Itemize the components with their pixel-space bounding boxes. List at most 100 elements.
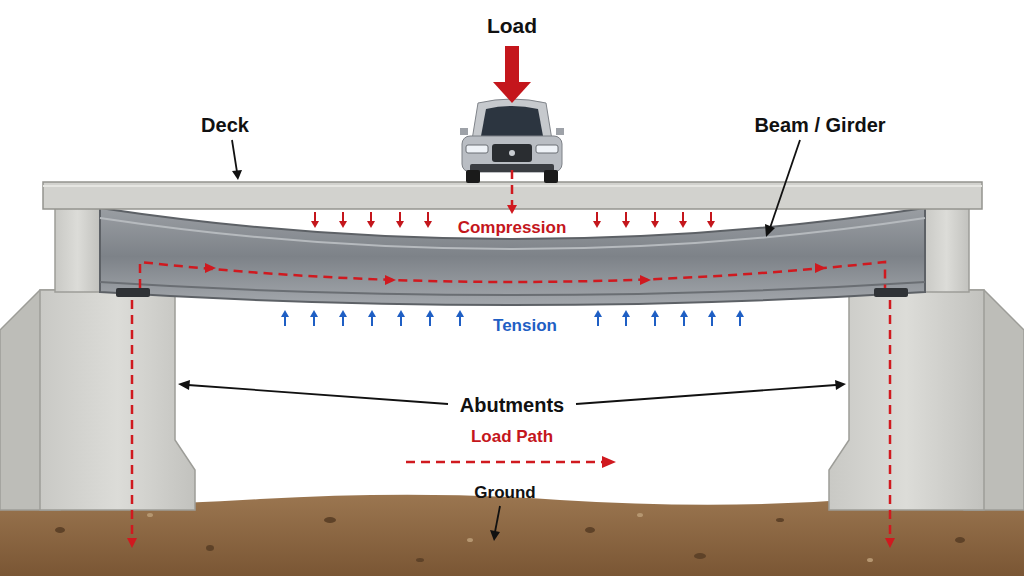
ground bbox=[694, 553, 706, 559]
compression-arrows bbox=[593, 221, 601, 228]
load-arrow bbox=[505, 46, 519, 82]
left-abutment bbox=[0, 290, 195, 510]
legend-sample-line bbox=[406, 460, 602, 463]
leader-lines bbox=[770, 140, 800, 228]
car bbox=[536, 145, 558, 153]
ground bbox=[585, 527, 595, 533]
girder bbox=[100, 208, 925, 305]
girder bbox=[100, 282, 925, 295]
leader-lines bbox=[490, 530, 500, 541]
tension-arrows bbox=[339, 310, 347, 317]
load-path bbox=[131, 300, 134, 540]
tension-arrows bbox=[625, 316, 627, 326]
car bbox=[556, 128, 564, 135]
compression-arrows bbox=[707, 221, 715, 228]
load-path-heads bbox=[205, 263, 216, 273]
bearings bbox=[62, 203, 962, 297]
beam-label: Beam / Girder bbox=[754, 114, 885, 136]
compression-arrows bbox=[339, 221, 347, 228]
compression-arrows bbox=[679, 221, 687, 228]
ground-label: Ground bbox=[474, 484, 535, 503]
load-arrow bbox=[493, 82, 531, 103]
car bbox=[462, 136, 562, 172]
compression-arrows bbox=[396, 221, 404, 228]
tension-arrows bbox=[739, 316, 741, 326]
compression-arrows bbox=[682, 212, 684, 222]
load-path-heads bbox=[640, 275, 651, 285]
legend-text: Load Path bbox=[402, 428, 622, 447]
car bbox=[544, 170, 558, 183]
car bbox=[460, 128, 468, 135]
compression-arrows bbox=[424, 221, 432, 228]
ground bbox=[206, 545, 214, 551]
leader-lines bbox=[232, 170, 242, 180]
compression-arrows bbox=[710, 212, 712, 222]
ground bbox=[55, 517, 965, 562]
tension-arrows bbox=[708, 310, 716, 317]
tension-arrows bbox=[456, 310, 464, 317]
leader-lines bbox=[576, 385, 836, 404]
tension-arrows bbox=[597, 316, 599, 326]
load-path-heads bbox=[507, 205, 517, 214]
tension-arrows bbox=[711, 316, 713, 326]
leader-lines bbox=[232, 140, 237, 172]
tension-label: Tension bbox=[493, 317, 557, 336]
ground bbox=[55, 527, 65, 533]
ground bbox=[867, 558, 873, 562]
compression-arrows bbox=[399, 212, 401, 222]
ground bbox=[147, 513, 873, 562]
tension-arrows bbox=[736, 310, 744, 317]
leader-lines bbox=[765, 224, 775, 237]
tension-arrows bbox=[310, 310, 318, 317]
tension-arrows bbox=[313, 316, 315, 326]
tension-arrows bbox=[654, 316, 656, 326]
left-abutment bbox=[40, 290, 195, 510]
leader-lines bbox=[178, 380, 190, 390]
leader-lines bbox=[835, 380, 846, 390]
compression-label: Compression bbox=[458, 219, 567, 238]
tension-arrows bbox=[281, 310, 289, 317]
compression-arrows bbox=[651, 221, 659, 228]
car bbox=[492, 144, 532, 162]
tension-arrows bbox=[459, 316, 461, 326]
tension-arrows bbox=[397, 310, 405, 317]
load-path-heads bbox=[815, 263, 826, 273]
load-path-heads bbox=[127, 538, 137, 548]
load-path-heads bbox=[885, 538, 895, 548]
legend-sample bbox=[402, 455, 622, 469]
deck-label: Deck bbox=[201, 114, 249, 136]
tension-arrows bbox=[368, 310, 376, 317]
compression-arrows bbox=[427, 212, 429, 222]
tension-arrows bbox=[342, 316, 344, 326]
ground bbox=[324, 517, 336, 523]
tension-arrows bbox=[594, 310, 602, 317]
compression-arrows bbox=[596, 212, 598, 222]
tension-arrows bbox=[683, 316, 685, 326]
compression-arrows bbox=[370, 212, 372, 222]
deck-posts bbox=[924, 208, 969, 292]
car bbox=[466, 170, 480, 183]
compression-arrows bbox=[342, 212, 344, 222]
ground bbox=[147, 513, 153, 517]
car bbox=[472, 99, 552, 140]
load-path-heads bbox=[385, 275, 396, 285]
tension-arrows bbox=[429, 316, 431, 326]
leader-lines bbox=[495, 506, 500, 532]
compression-arrows bbox=[367, 221, 375, 228]
compression-arrows bbox=[314, 212, 316, 222]
compression-arrows bbox=[625, 212, 627, 222]
ground bbox=[467, 538, 473, 542]
tension-arrows bbox=[371, 316, 373, 326]
car bbox=[481, 106, 543, 136]
tension-arrows bbox=[680, 310, 688, 317]
load-path bbox=[140, 262, 885, 288]
tension-arrows bbox=[284, 316, 286, 326]
bearings bbox=[116, 288, 150, 297]
tension-arrows bbox=[622, 310, 630, 317]
bearings bbox=[874, 288, 908, 297]
load-path bbox=[511, 170, 514, 206]
car bbox=[509, 150, 515, 156]
leader-lines bbox=[178, 140, 846, 541]
ground bbox=[955, 537, 965, 543]
compression-arrows bbox=[654, 212, 656, 222]
